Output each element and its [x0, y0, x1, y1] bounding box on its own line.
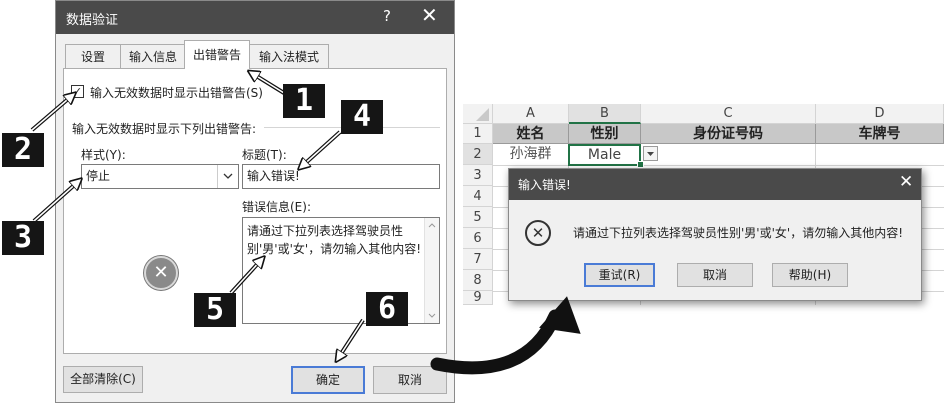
cell-b2-active[interactable]: Male	[568, 144, 641, 166]
column-header-c[interactable]: C	[641, 104, 816, 124]
close-icon[interactable]: ✕	[421, 3, 438, 27]
clear-all-button[interactable]: 全部清除(C)	[63, 366, 143, 393]
row-header-2[interactable]: 2	[463, 144, 493, 165]
close-icon[interactable]: ✕	[899, 172, 914, 192]
cancel-button[interactable]: 取消	[373, 366, 447, 394]
error-message-label: 错误信息(E):	[242, 200, 311, 214]
error-message-text: 请通过下拉列表选择驾驶员性别'男'或'女'，请勿输入其他内容!	[247, 224, 422, 256]
section-label: 输入无效数据时显示下列出错警告:	[72, 122, 257, 136]
select-all-corner[interactable]	[463, 104, 493, 124]
cell-a1[interactable]: 姓名	[493, 124, 569, 144]
show-error-checkbox-label[interactable]: 输入无效数据时显示出错警告(S)	[90, 86, 263, 100]
error-cancel-button[interactable]: 取消	[677, 263, 753, 287]
cell-b1[interactable]: 性别	[569, 124, 641, 144]
ok-button[interactable]: 确定	[291, 366, 365, 394]
tab-input-message[interactable]: 输入信息	[120, 44, 186, 68]
tab-ime-mode[interactable]: 输入法模式	[249, 44, 329, 68]
cell-a2[interactable]: 孙海群	[509, 146, 552, 162]
row-header-4[interactable]: 4	[463, 186, 493, 207]
column-header-a[interactable]: A	[493, 104, 569, 124]
step-badge-1: 1	[283, 84, 325, 118]
error-box-title-bar[interactable]: 输入错误! ✕	[509, 169, 921, 200]
row-header-6[interactable]: 6	[463, 228, 493, 249]
error-message-box: 输入错误! ✕ ✕ 请通过下拉列表选择驾驶员性别'男'或'女'，请勿输入其他内容…	[508, 168, 922, 301]
dialog-title: 数据验证	[66, 13, 119, 28]
row-header-3[interactable]: 3	[463, 165, 493, 186]
step-badge-4: 4	[341, 100, 383, 134]
help-icon[interactable]: ?	[383, 7, 391, 25]
error-box-title: 输入错误!	[518, 178, 571, 192]
column-header-b[interactable]: B	[569, 104, 641, 124]
style-value: 停止	[86, 169, 111, 183]
tab-settings[interactable]: 设置	[65, 44, 121, 68]
step-badge-5: 5	[194, 293, 236, 327]
error-icon: ✕	[525, 220, 551, 246]
textarea-scrollbar[interactable]	[424, 218, 439, 323]
step-badge-6: 6	[366, 292, 408, 326]
dialog-title-bar[interactable]: 数据验证 ? ✕	[56, 1, 454, 34]
row-header-8[interactable]: 8	[463, 270, 493, 291]
style-label: 样式(Y):	[81, 148, 126, 162]
error-box-message: 请通过下拉列表选择驾驶员性别'男'或'女'，请勿输入其他内容!	[573, 226, 904, 240]
row-header-5[interactable]: 5	[463, 207, 493, 228]
fill-handle[interactable]	[637, 161, 644, 168]
error-help-button[interactable]: 帮助(H)	[772, 263, 848, 287]
stop-icon: ✕	[144, 256, 178, 290]
chevron-down-icon[interactable]	[217, 165, 238, 188]
style-select[interactable]: 停止	[81, 164, 239, 189]
tab-error-alert[interactable]: 出错警告	[184, 40, 250, 69]
dropdown-arrow-icon[interactable]	[643, 146, 658, 161]
grid-line	[493, 165, 944, 166]
retry-button[interactable]: 重试(R)	[584, 263, 655, 287]
step-badge-2: 2	[2, 133, 44, 167]
title-label: 标题(T):	[242, 148, 287, 162]
step-badge-3: 3	[2, 221, 44, 255]
cell-c1[interactable]: 身份证号码	[641, 124, 816, 144]
row-header-7[interactable]: 7	[463, 249, 493, 270]
row-header-9[interactable]: 9	[463, 291, 493, 305]
title-input[interactable]: 输入错误!	[242, 164, 440, 189]
row-header-1[interactable]: 1	[463, 124, 493, 144]
